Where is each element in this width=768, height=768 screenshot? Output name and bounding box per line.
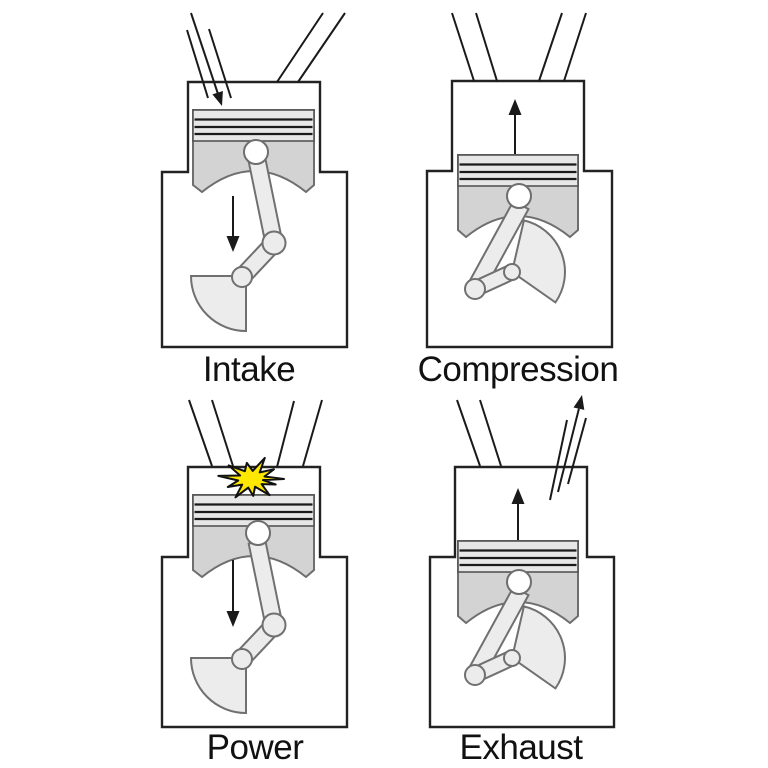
- rod-joint: [261, 612, 287, 638]
- wrist-pin: [506, 569, 532, 595]
- piston-rings: [194, 503, 313, 521]
- crank-pin: [503, 263, 521, 281]
- piston-rings: [459, 549, 577, 567]
- crank-counterweight: [189, 657, 247, 715]
- combustion-burst-icon: [217, 456, 285, 499]
- piston-down-arrow-icon: [226, 196, 240, 252]
- intake-pipe: [188, 399, 234, 467]
- panel-label-compression: Compression: [417, 350, 619, 389]
- piston-ring-band: [192, 109, 315, 142]
- wrist-pin: [243, 139, 269, 165]
- panel-label-exhaust: Exhaust: [459, 728, 583, 767]
- piston-ring-band: [457, 540, 579, 573]
- crank-counterweight: [510, 605, 566, 690]
- piston-ring-band: [457, 154, 579, 187]
- piston-rings: [194, 118, 313, 136]
- chamber-up-arrow-icon: [508, 99, 522, 155]
- intake-pipe: [186, 28, 232, 99]
- crank-counterweight: [189, 275, 247, 333]
- panel-intake-drawing: [160, 12, 349, 349]
- piston-down-arrow-icon: [226, 560, 240, 627]
- intake-pipe: [456, 399, 502, 467]
- panel-power-drawing: [160, 399, 349, 729]
- panel-label-power: Power: [206, 728, 304, 767]
- rod-joint: [261, 230, 287, 256]
- piston-rings: [459, 163, 577, 181]
- intake-flow-arrow-icon: [190, 12, 223, 106]
- crank-pin: [231, 648, 253, 670]
- exhaust-pipe: [276, 399, 323, 468]
- crank-counterweight: [510, 219, 566, 304]
- exhaust-pipe: [549, 417, 587, 501]
- rod-joint: [464, 278, 486, 300]
- rod-joint: [464, 664, 486, 686]
- crank-pin: [503, 649, 521, 667]
- exhaust-flow-arrow-icon: [557, 395, 585, 493]
- panel-exhaust-drawing: [428, 395, 616, 729]
- intake-pipe: [451, 12, 498, 82]
- chamber-up-arrow-icon: [511, 488, 525, 540]
- wrist-pin: [506, 183, 532, 209]
- exhaust-pipe: [538, 12, 587, 82]
- panel-label-intake: Intake: [202, 350, 296, 389]
- panel-compression-drawing: [425, 12, 614, 349]
- wrist-pin: [245, 520, 271, 546]
- crank-pin: [231, 266, 253, 288]
- exhaust-pipe: [276, 12, 346, 83]
